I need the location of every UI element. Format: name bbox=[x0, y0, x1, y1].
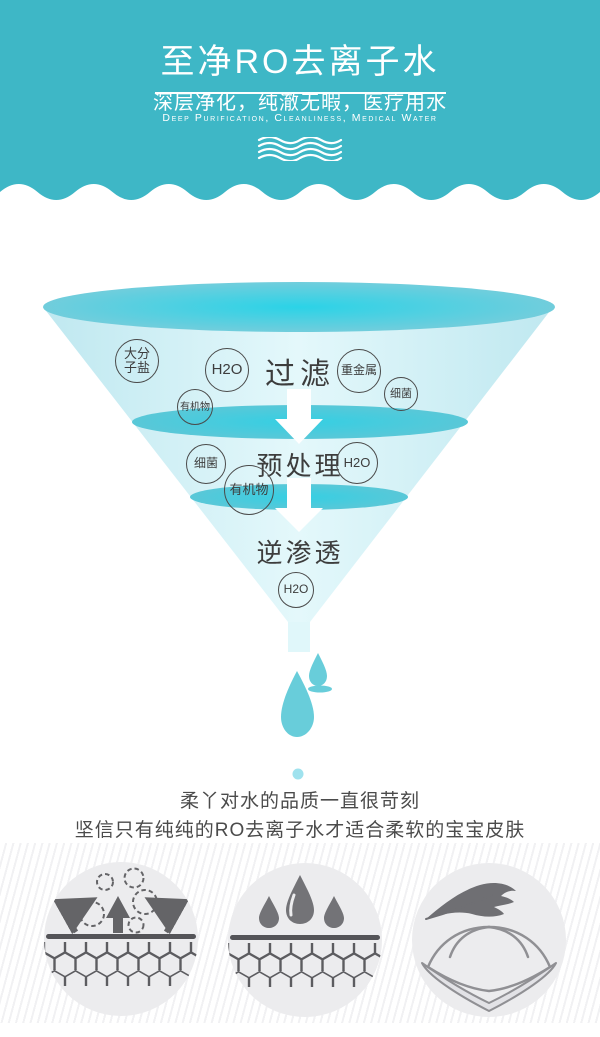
drop-highlight bbox=[289, 893, 296, 917]
water-waves-icon bbox=[257, 137, 343, 161]
up-arrow-icon bbox=[106, 896, 130, 933]
droplet-dot bbox=[292, 768, 304, 780]
page-tagline-en: Deep Purification, Cleanliness, Medical … bbox=[162, 112, 438, 124]
funnel-spout bbox=[288, 622, 310, 652]
surface-bar bbox=[46, 934, 196, 939]
cushion-folds bbox=[448, 925, 530, 959]
tagline-line1: 柔丫对水的品质一直很苛刻 bbox=[179, 791, 420, 812]
tagline-line2: 坚信只有纯纯的RO去离子水才适合柔软的宝宝皮肤 bbox=[74, 820, 526, 841]
bubble-h2o: H2O bbox=[278, 572, 314, 608]
feature-circle-waterproof bbox=[228, 863, 382, 1017]
bubble-organics: 有机物 bbox=[224, 465, 274, 515]
features-section bbox=[0, 843, 600, 1023]
header-band: 至净RO去离子水 深层净化，纯澈无暇，医疗用水 Deep Purificatio… bbox=[0, 0, 600, 203]
waterproof-drops-icon bbox=[228, 875, 382, 987]
water-drops bbox=[259, 875, 344, 928]
page-subtitle: 深层净化，纯澈无暇，医疗用水 bbox=[153, 92, 447, 114]
surface-bar bbox=[230, 935, 380, 940]
bubble-heavy-metal: 重金属 bbox=[337, 349, 381, 393]
page-title: 至净RO去离子水 bbox=[154, 34, 446, 94]
mesh-pattern bbox=[228, 943, 382, 987]
bubble-h2o: H2O bbox=[336, 442, 378, 484]
cushion-bottom-sheet bbox=[421, 962, 557, 1012]
stage-label-filter: 过滤 bbox=[265, 358, 335, 391]
stage-label-reverse-osmosis: 逆渗透 bbox=[256, 538, 344, 568]
feature-circle-softness bbox=[412, 863, 566, 1017]
feature-circle-breathable bbox=[44, 862, 198, 1016]
funnel-top-ellipse bbox=[43, 282, 555, 332]
feather-icon bbox=[426, 883, 516, 919]
bubble-organics: 有机物 bbox=[177, 389, 213, 425]
bubble-macromolecule-salt: 大分子盐 bbox=[115, 339, 159, 383]
feather-quill bbox=[425, 894, 493, 920]
down-arrow-icon bbox=[275, 478, 323, 532]
bubble-bacteria: 细菌 bbox=[186, 444, 226, 484]
breathable-mesh-icon bbox=[44, 867, 198, 986]
header-wave-edge bbox=[0, 184, 600, 203]
stage-label-pretreat: 预处理 bbox=[256, 451, 344, 481]
page-title-wrap: 至净RO去离子水 bbox=[0, 34, 600, 94]
steam-bubbles bbox=[79, 867, 158, 934]
bubble-h2o: H2O bbox=[205, 348, 249, 392]
water-drop-icon bbox=[281, 671, 314, 737]
curved-arrow-icon bbox=[52, 897, 98, 935]
down-arrow-icon bbox=[275, 389, 323, 444]
bubble-bacteria: 细菌 bbox=[384, 377, 418, 411]
curved-arrow-icon bbox=[144, 897, 190, 935]
mesh-pattern bbox=[44, 942, 198, 986]
funnel-illustration bbox=[43, 282, 555, 780]
small-drop-icon bbox=[309, 653, 327, 686]
soft-feather-icon bbox=[421, 883, 557, 1012]
splash-ellipse bbox=[308, 685, 332, 693]
